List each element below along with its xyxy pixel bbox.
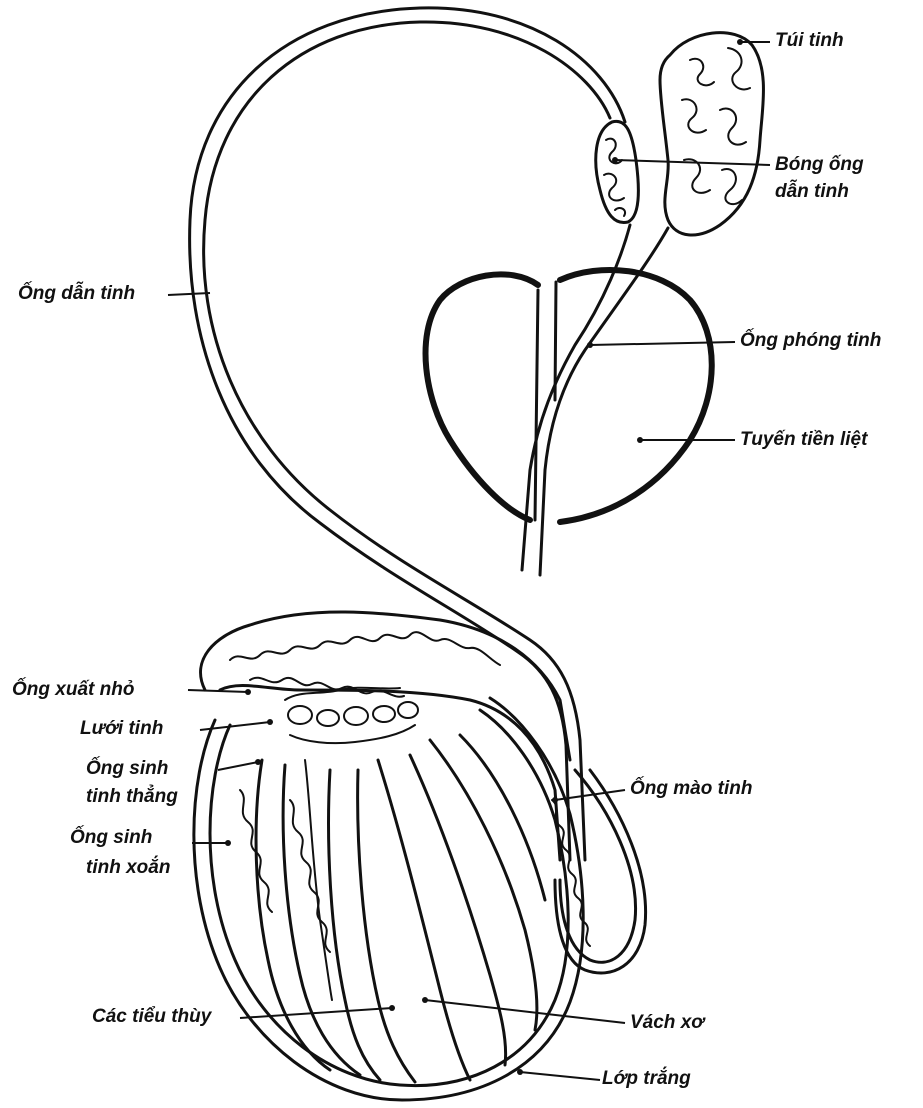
- label-tuyen-tien-liet: Tuyến tiền liệt: [740, 429, 867, 451]
- leader-lines: [168, 39, 770, 1080]
- testis: [194, 612, 646, 1100]
- label-lop-trang: Lớp trắng: [602, 1068, 691, 1090]
- label-ong-mao-tinh: Ống mào tinh: [630, 778, 752, 800]
- vas-deferens: [190, 8, 625, 860]
- label-ong-xuat-nho: Ống xuất nhỏ: [12, 679, 134, 701]
- label-ong-sinh-tinh-thang-line1: Ống sinh: [86, 758, 168, 780]
- ampulla: [596, 121, 639, 222]
- seminal-vesicle: [660, 33, 764, 235]
- label-bong-ong-dan-tinh-line1: Bóng ống: [775, 154, 864, 176]
- label-cac-tieu-thuy: Các tiểu thùy: [92, 1006, 211, 1028]
- prostate: [426, 270, 712, 522]
- label-ong-phong-tinh: Ống phóng tinh: [740, 330, 881, 352]
- label-bong-ong-dan-tinh-line2: dẫn tinh: [775, 181, 849, 203]
- label-ong-sinh-tinh-xoan-line1: Ống sinh: [70, 827, 152, 849]
- label-ong-sinh-tinh-xoan-line2: tinh xoắn: [86, 857, 170, 879]
- lobules-septa: [240, 735, 545, 1082]
- label-ong-dan-tinh: Ống dẫn tinh: [18, 283, 135, 305]
- label-vach-xo: Vách xơ: [630, 1012, 704, 1034]
- label-tui-tinh: Túi tinh: [775, 30, 844, 52]
- label-luoi-tinh: Lưới tinh: [80, 718, 163, 740]
- label-ong-sinh-tinh-thang-line2: tinh thẳng: [86, 786, 178, 808]
